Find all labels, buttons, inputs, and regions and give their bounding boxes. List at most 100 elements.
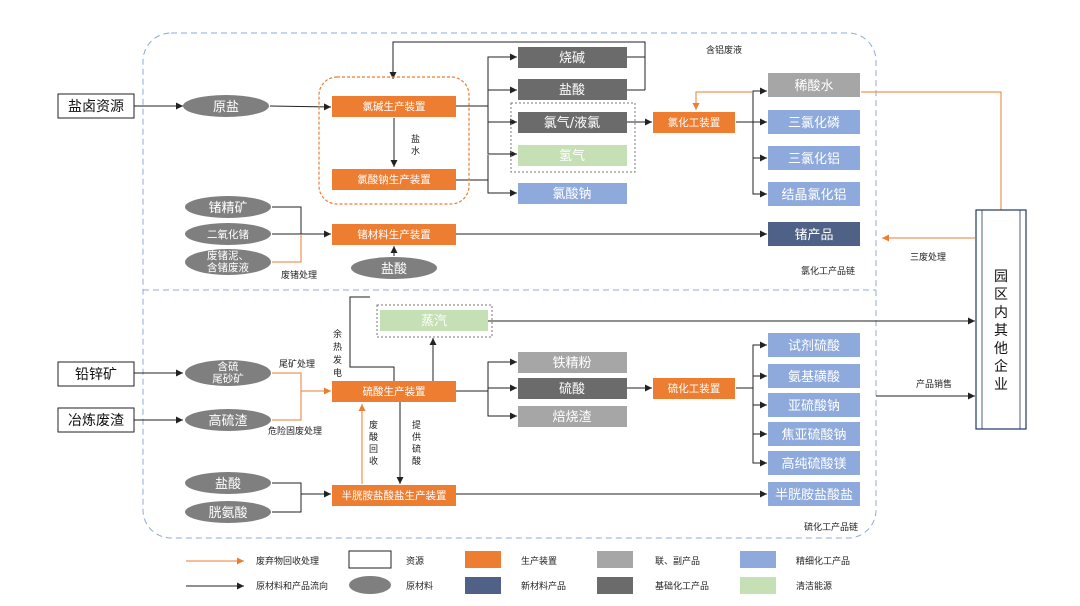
svg-text:蒸汽: 蒸汽 — [421, 314, 447, 329]
legend-fine: 精细化工产品 — [796, 555, 850, 567]
svg-text:锗产品: 锗产品 — [794, 228, 833, 243]
svg-text:稀酸水: 稀酸水 — [794, 79, 833, 94]
svg-text:焦亚硫酸钠: 焦亚硫酸钠 — [781, 428, 846, 443]
svg-text:亚硫酸钠: 亚硫酸钠 — [788, 399, 840, 414]
note-tigong-2: 供 — [412, 431, 421, 443]
svg-text:硫化工装置: 硫化工装置 — [668, 382, 721, 395]
raw-guananssuan: 胱氨酸 — [185, 501, 271, 523]
svg-text:盐酸: 盐酸 — [559, 83, 585, 98]
product-yaliusuanna: 亚硫酸钠 — [768, 393, 860, 417]
svg-text:氯酸钠: 氯酸钠 — [552, 187, 591, 202]
note-liuchain: 硫化工产品链 — [804, 521, 858, 533]
note-yanshui-1: 盐 — [411, 133, 420, 145]
svg-text:烧碱: 烧碱 — [559, 51, 585, 66]
product-zhechanpin: 锗产品 — [768, 222, 860, 246]
resource-qianxin-label: 铅锌矿 — [75, 367, 117, 383]
svg-text:他: 他 — [994, 341, 1008, 357]
waste-connectors-upper — [272, 91, 1002, 263]
svg-text:氯酸钠生产装置: 氯酸钠生产装置 — [357, 173, 431, 186]
resource-yelian: 冶炼废渣 — [57, 407, 135, 433]
unit-lvsuanna: 氯酸钠生产装置 — [332, 169, 456, 190]
svg-text:半胱胺盐酸盐生产装置: 半胱胺盐酸盐生产装置 — [342, 489, 447, 502]
svg-text:氯气/液氯: 氯气/液氯 — [544, 115, 600, 131]
legend-waste: 废弃物回收处理 — [256, 555, 319, 567]
product-yansuan: 盐酸 — [518, 79, 627, 100]
svg-text:氯碱生产装置: 氯碱生产装置 — [363, 100, 426, 113]
note-lvchain: 氯化工产品链 — [801, 265, 855, 277]
resource-qianxin: 铅锌矿 — [57, 361, 135, 387]
svg-text:半胱胺盐酸盐: 半胱胺盐酸盐 — [775, 488, 853, 503]
note-feizhechuli: 废锗处理 — [281, 269, 317, 281]
product-qingqi: 氢气 — [518, 145, 627, 166]
note-yure-2: 热 — [333, 341, 342, 353]
note-chanpinxiaoshou: 产品销售 — [916, 378, 952, 390]
svg-text:盐酸: 盐酸 — [215, 477, 241, 492]
svg-text:胱氨酸: 胱氨酸 — [208, 506, 247, 521]
raw-yuanyan: 原盐 — [183, 95, 269, 117]
legend: 废弃物回收处理 原材料和产品流向 资源 原材料 生产装置 新材料产品 联、副产品… — [186, 550, 850, 594]
waste-connectors-lower — [272, 372, 366, 484]
note-yure-1: 余 — [333, 328, 342, 340]
note-hanlvfeiye: 含铝废液 — [706, 44, 742, 56]
legend-byproduct: 联、副产品 — [655, 555, 700, 567]
svg-text:焙烧渣: 焙烧渣 — [552, 410, 591, 425]
connectors-lower — [134, 296, 975, 513]
note-feisuan-4: 收 — [369, 455, 378, 467]
product-xisuanshui: 稀酸水 — [768, 73, 860, 97]
note-feisuan-2: 酸 — [369, 432, 378, 443]
svg-text:氨基磺酸: 氨基磺酸 — [788, 370, 840, 385]
note-yure-3: 发 — [333, 354, 342, 366]
raw-yansuan-lower: 盐酸 — [185, 472, 271, 494]
product-banguang: 半胱胺盐酸盐 — [768, 482, 860, 506]
svg-text:企: 企 — [994, 358, 1008, 375]
svg-text:锗材料生产装置: 锗材料生产装置 — [357, 228, 431, 241]
svg-text:含硫: 含硫 — [218, 360, 239, 373]
svg-text:试剂硫酸: 试剂硫酸 — [788, 339, 840, 354]
svg-text:硫酸生产装置: 硫酸生产装置 — [363, 385, 426, 398]
svg-text:结晶氯化铝: 结晶氯化铝 — [781, 188, 846, 203]
product-sanlvhualin: 三氯化磷 — [768, 110, 860, 134]
svg-text:尾砂矿: 尾砂矿 — [212, 372, 244, 385]
legend-newmat: 新材料产品 — [521, 580, 566, 592]
raw-hanliu: 含硫 尾砂矿 — [185, 360, 271, 386]
svg-text:含锗废液: 含锗废液 — [207, 261, 249, 274]
other-enterprises-box: 园 区 内 其 他 企 业 — [975, 209, 1027, 430]
product-beishaozha: 焙烧渣 — [518, 406, 627, 427]
unit-lvhuagong: 氯化工装置 — [653, 112, 735, 133]
resource-yanlu: 盐卤资源 — [57, 93, 135, 119]
raw-yansuan-upper: 盐酸 — [351, 257, 437, 279]
svg-text:内: 内 — [994, 305, 1008, 321]
resource-yelian-label: 冶炼废渣 — [68, 413, 124, 429]
legend-raw: 原材料 — [406, 580, 433, 592]
unit-liuhuagong: 硫化工装置 — [653, 378, 735, 399]
park-boundary — [142, 32, 877, 539]
product-shaojian: 烧碱 — [518, 47, 627, 68]
chlorine-hydrogen-group — [510, 102, 636, 173]
note-weikuang: 尾矿处理 — [279, 358, 315, 370]
svg-text:原盐: 原盐 — [213, 100, 239, 115]
resource-yanlu-label: 盐卤资源 — [68, 99, 124, 115]
product-anjihuangsuan: 氨基磺酸 — [768, 364, 860, 388]
legend-basic: 基础化工产品 — [655, 580, 709, 592]
svg-text:氢气: 氢气 — [559, 148, 585, 164]
raw-zhejingkuang: 锗精矿 — [185, 196, 271, 218]
unit-zhecailiao: 锗材料生产装置 — [332, 224, 456, 245]
connectors-upper — [134, 41, 767, 256]
product-liusuan: 硫酸 — [518, 378, 627, 399]
svg-text:园: 园 — [994, 269, 1008, 285]
svg-text:三氯化磷: 三氯化磷 — [788, 116, 840, 131]
note-yanshui-2: 水 — [411, 145, 420, 157]
legend-flow: 原材料和产品流向 — [256, 580, 328, 592]
legend-unit: 生产装置 — [521, 555, 557, 567]
product-sanlvhualv: 三氯化铝 — [768, 146, 860, 170]
note-tigong-1: 提 — [412, 420, 421, 431]
product-lvqi: 氯气/液氯 — [518, 112, 627, 133]
steam-group — [376, 304, 493, 338]
product-tiejingfen: 铁精粉 — [518, 352, 627, 373]
legend-clean: 清洁能源 — [796, 580, 832, 592]
raw-erlyanghuazhe: 二氧化锗 — [185, 223, 271, 245]
svg-text:氯化工装置: 氯化工装置 — [668, 116, 721, 129]
product-jiejinglvhualv: 结晶氯化铝 — [768, 182, 860, 206]
